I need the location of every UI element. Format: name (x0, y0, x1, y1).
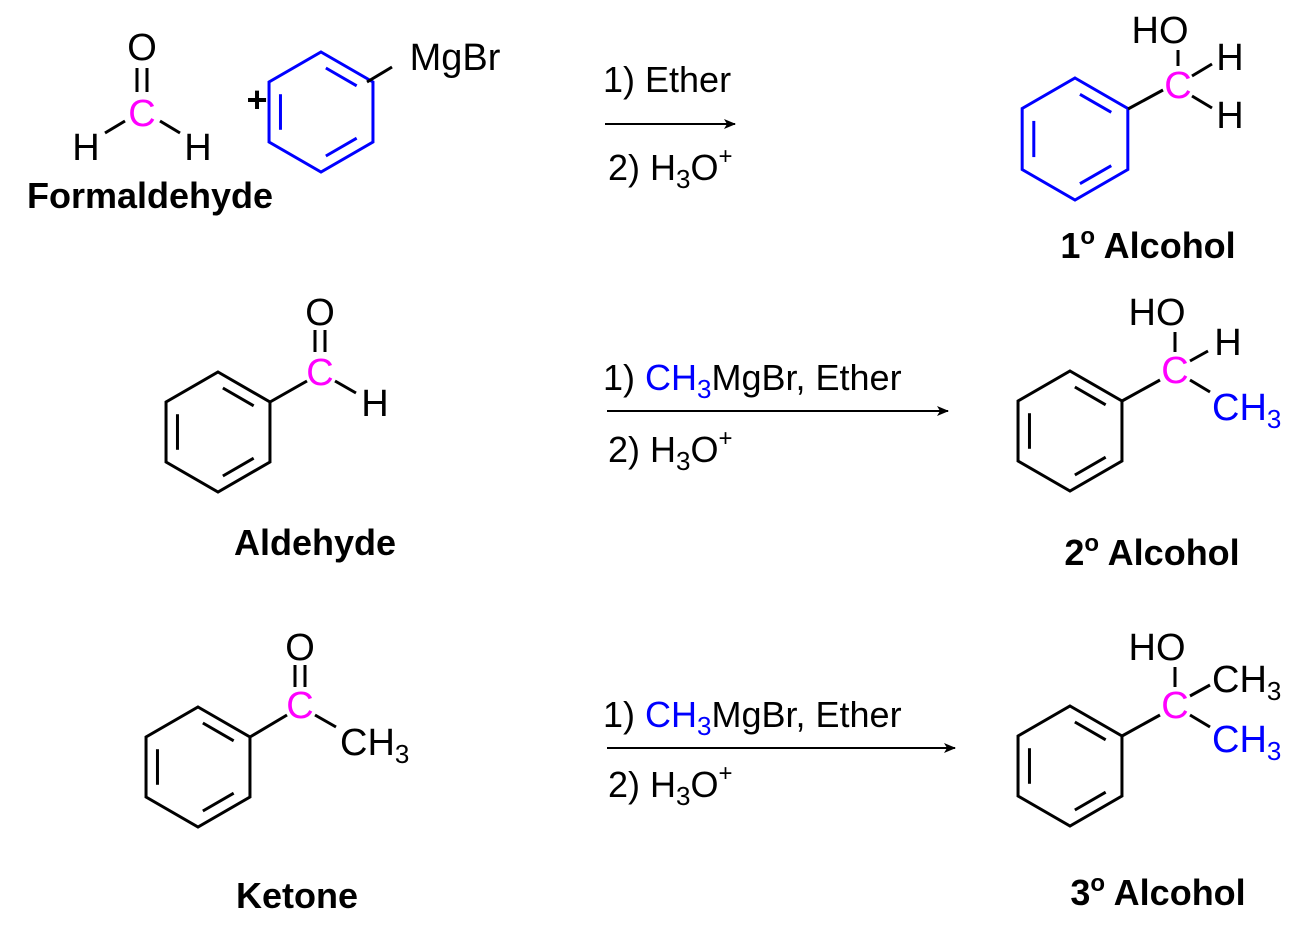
atom-c: C (306, 352, 333, 394)
double-bond (1079, 92, 1113, 114)
double-bond (222, 456, 255, 478)
atom-h: H (1214, 322, 1241, 364)
double-bond (1079, 164, 1113, 186)
double-bond (325, 66, 358, 88)
atom-c: C (1161, 350, 1188, 392)
methyl-group: CH3 (1212, 719, 1281, 766)
product-label: 1o Alcohol (1060, 223, 1235, 266)
benzene-ring (267, 50, 375, 174)
condition-step1: 1) CH3MgBr, Ether (603, 694, 902, 741)
methyl-group: CH3 (1212, 387, 1281, 434)
condition-step1: 1) CH3MgBr, Ether (603, 357, 902, 404)
condition-step2: 2) H3O+ (608, 143, 733, 194)
mgbr-group: MgBr (410, 37, 501, 79)
atom-h: H (1216, 95, 1243, 137)
atom-h: H (361, 383, 388, 425)
methyl-group: CH3 (340, 722, 409, 769)
plus-sign: + (246, 79, 267, 120)
atom-ho: HO (1129, 627, 1186, 669)
double-bond (202, 721, 235, 743)
atom-c: C (1161, 685, 1188, 727)
atom-h: H (184, 127, 211, 169)
condition-step2: 2) H3O+ (608, 425, 733, 476)
benzene-rings (144, 50, 1130, 829)
atom-c: C (286, 685, 313, 727)
double-bond (222, 386, 255, 408)
benzene-ring (1016, 369, 1124, 493)
atom-c: C (128, 93, 155, 135)
atom-h: H (1216, 37, 1243, 79)
condition-step2: 2) H3O+ (608, 760, 733, 811)
ring-outline (267, 50, 375, 174)
atom-ho: HO (1132, 10, 1189, 52)
atom-c: C (1164, 65, 1191, 107)
reactant-label: Aldehyde (234, 522, 396, 563)
double-bond (202, 791, 235, 813)
benzene-ring (164, 370, 272, 494)
double-bond (325, 136, 358, 158)
atom-o: O (127, 27, 157, 69)
ring-outline (1016, 704, 1124, 828)
atom-h: H (72, 127, 99, 169)
product-label: 2o Alcohol (1064, 530, 1239, 573)
ring-outline (1016, 369, 1124, 493)
atom-ho: HO (1129, 292, 1186, 334)
double-bond (1074, 455, 1107, 477)
benzene-ring (1016, 704, 1124, 828)
double-bond (1074, 790, 1107, 812)
double-bond (1074, 385, 1107, 407)
bonds (104, 50, 1213, 739)
atom-o: O (285, 627, 315, 669)
benzene-ring (144, 705, 252, 829)
ring-outline (1020, 76, 1130, 202)
benzene-ring (1020, 76, 1130, 202)
reactant-label: Formaldehyde (27, 175, 273, 216)
ring-outline (164, 370, 272, 494)
methyl-group: CH3 (1212, 659, 1281, 706)
double-bond (1074, 720, 1107, 742)
product-label: 3o Alcohol (1070, 870, 1245, 913)
atom-o: O (305, 292, 335, 334)
condition-step1: 1) Ether (603, 59, 731, 100)
ring-outline (144, 705, 252, 829)
reactant-label: Ketone (236, 875, 358, 916)
